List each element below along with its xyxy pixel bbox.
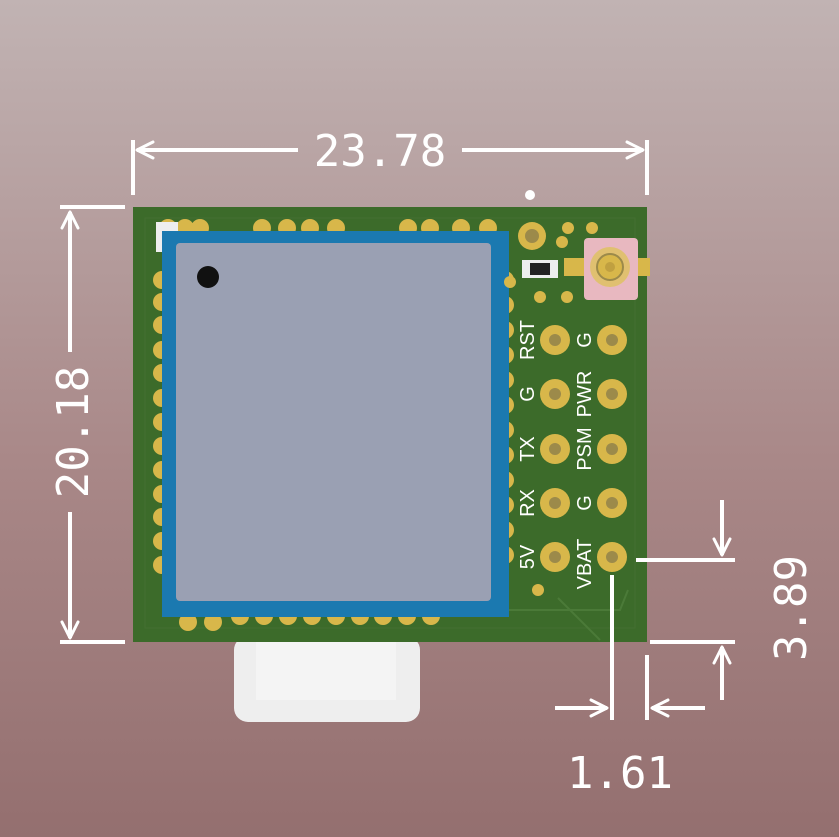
dimension-pin-offset-x bbox=[555, 575, 705, 720]
pin-label-g-right-2: G bbox=[574, 495, 596, 511]
pin-label-psm: PSM bbox=[574, 427, 596, 470]
pin-label-5v: 5V bbox=[517, 544, 539, 569]
dimension-pin-offset-y-label: 3.89 bbox=[766, 555, 817, 661]
pin-label-rst: RST bbox=[517, 320, 539, 360]
pin-label-vbat: VBAT bbox=[574, 539, 596, 590]
dimension-height-label: 20.18 bbox=[48, 366, 99, 498]
cellular-module bbox=[156, 222, 509, 617]
pin1-dot-icon bbox=[197, 266, 219, 288]
pin-labels: RST G TX RX 5V G PWR PSM G VBAT bbox=[517, 320, 596, 589]
dimension-width-label: 23.78 bbox=[314, 126, 446, 177]
pin-label-tx: TX bbox=[517, 436, 539, 462]
ufl-antenna-connector-icon bbox=[584, 238, 638, 300]
pin-label-pwr: PWR bbox=[574, 371, 596, 418]
dimension-pin-offset-x-label: 1.61 bbox=[567, 748, 673, 799]
pin-label-rx: RX bbox=[517, 489, 539, 517]
header-pins bbox=[525, 190, 627, 596]
dimension-pin-offset-y bbox=[636, 500, 735, 700]
pin-label-g-left: G bbox=[517, 386, 539, 402]
smd-resistor-icon bbox=[522, 260, 558, 278]
pin-label-g-right-1: G bbox=[574, 332, 596, 348]
dimension-width bbox=[131, 140, 649, 195]
battery-connector-plug bbox=[234, 636, 420, 722]
dimension-height bbox=[60, 205, 125, 644]
antenna-area bbox=[504, 222, 650, 303]
